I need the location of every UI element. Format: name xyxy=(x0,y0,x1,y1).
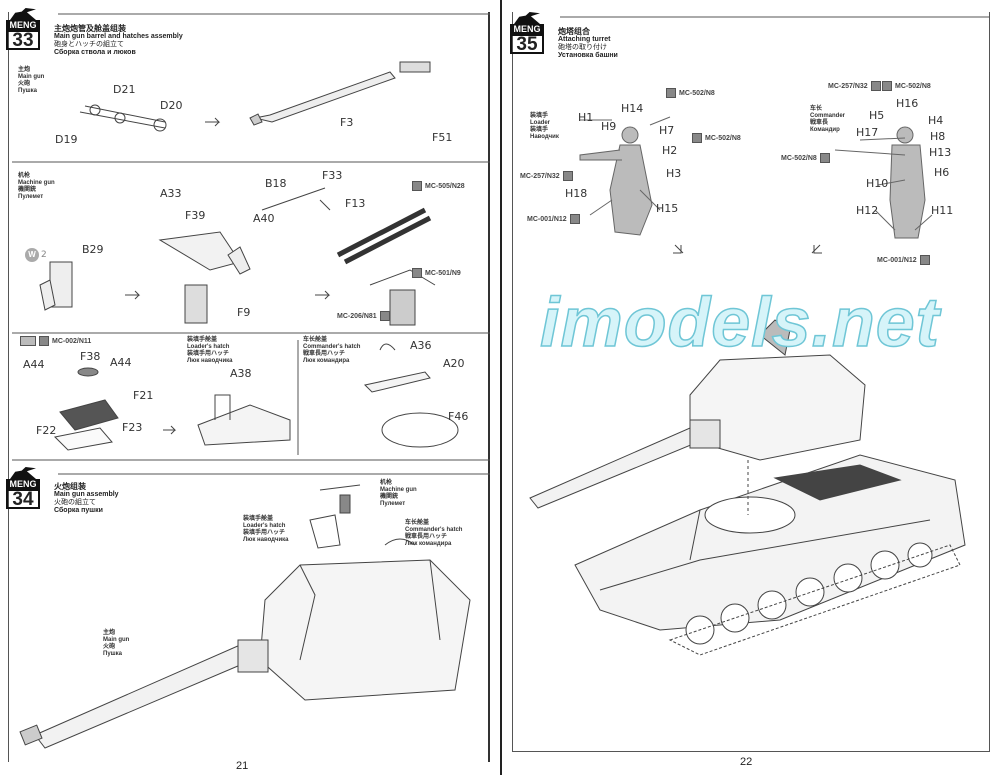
paint-code: MC-502/N8 xyxy=(781,153,830,163)
part-label: H9 xyxy=(601,120,617,133)
part-label: F9 xyxy=(237,306,251,319)
paint-brush-icon xyxy=(39,336,49,346)
paint-brush-icon xyxy=(562,171,573,181)
part-label: H11 xyxy=(931,204,954,217)
paint-code: MC-505/N28 xyxy=(412,181,465,191)
part-label: H16 xyxy=(896,97,919,110)
part-label: F21 xyxy=(133,389,154,402)
paint-code: MC-501/N9 xyxy=(412,268,461,278)
part-label: H7 xyxy=(659,124,675,137)
machine-gun-drawing xyxy=(39,187,436,326)
tank-drawing xyxy=(529,244,966,656)
part-label: A33 xyxy=(160,187,182,200)
part-label: H15 xyxy=(656,202,679,215)
paint-brush-icon xyxy=(666,88,676,98)
paint-code: MC-002/N11 xyxy=(20,336,91,346)
part-label: F23 xyxy=(122,421,143,434)
part-label: H18 xyxy=(565,187,588,200)
paint-brush-icon xyxy=(692,133,702,143)
part-label: A44 xyxy=(23,358,45,371)
part-label: H4 xyxy=(928,114,944,127)
part-label: F38 xyxy=(80,350,101,363)
hatch-drawing xyxy=(53,343,459,451)
paint-code: MC-001/N12 xyxy=(527,214,580,224)
paint-brush-icon xyxy=(412,181,422,191)
part-label: H13 xyxy=(929,146,952,159)
paint-code: MC-257/N32 xyxy=(520,171,573,181)
paint-brush-icon xyxy=(870,81,881,91)
part-label: D21 xyxy=(113,83,136,96)
paint-brush-icon xyxy=(919,255,930,265)
paint-brush-icon xyxy=(882,81,892,91)
commander-figure xyxy=(834,126,933,239)
paint-brush-icon xyxy=(569,214,580,224)
loader-figure xyxy=(579,116,671,236)
left-page-border xyxy=(8,12,490,762)
part-label: H3 xyxy=(666,167,682,180)
part-label: F39 xyxy=(185,209,206,222)
barrel-parts-drawing xyxy=(79,61,431,132)
part-label: H5 xyxy=(869,109,885,122)
turret-drawing xyxy=(19,484,471,749)
part-label: B29 xyxy=(82,243,104,256)
paint-code: MC-502/N8 xyxy=(882,81,931,91)
part-label: B18 xyxy=(265,177,287,190)
part-label: H14 xyxy=(621,102,644,115)
water-decal-count: 2 xyxy=(41,250,47,260)
right-page-border xyxy=(512,12,990,752)
part-label: H8 xyxy=(930,130,946,143)
part-label: H1 xyxy=(578,111,594,124)
part-label: D20 xyxy=(160,99,183,112)
paint-code: MC-502/N8 xyxy=(692,133,741,143)
paint-swatch-icon xyxy=(20,336,36,346)
paint-brush-icon xyxy=(412,268,422,278)
part-label: F13 xyxy=(345,197,366,210)
part-label: F46 xyxy=(448,410,469,423)
part-label: F3 xyxy=(340,116,354,129)
part-label: A36 xyxy=(410,339,432,352)
part-label: F22 xyxy=(36,424,57,437)
part-label: A44 xyxy=(110,356,132,369)
part-label: H2 xyxy=(662,144,678,157)
part-label: A38 xyxy=(230,367,252,380)
paint-code: MC-257/N32 xyxy=(828,81,881,91)
water-decal-icon: W xyxy=(25,248,39,262)
paint-code: MC-001/N12 xyxy=(877,255,930,265)
page-number: 22 xyxy=(740,756,753,768)
page-number: 21 xyxy=(236,760,249,772)
part-label: F33 xyxy=(322,169,343,182)
part-label: H17 xyxy=(856,126,879,139)
part-label: H12 xyxy=(856,204,879,217)
part-label: D19 xyxy=(55,133,78,146)
part-label: H10 xyxy=(866,177,889,190)
paint-code: MC-502/N8 xyxy=(666,88,715,98)
part-label: A40 xyxy=(253,212,275,225)
part-label: H6 xyxy=(934,166,950,179)
paint-code: MC-206/N81 xyxy=(337,311,390,321)
part-label: A20 xyxy=(443,357,465,370)
paint-brush-icon xyxy=(379,311,390,321)
paint-brush-icon xyxy=(819,153,830,163)
part-label: F51 xyxy=(432,131,453,144)
page-gutter xyxy=(500,0,502,775)
